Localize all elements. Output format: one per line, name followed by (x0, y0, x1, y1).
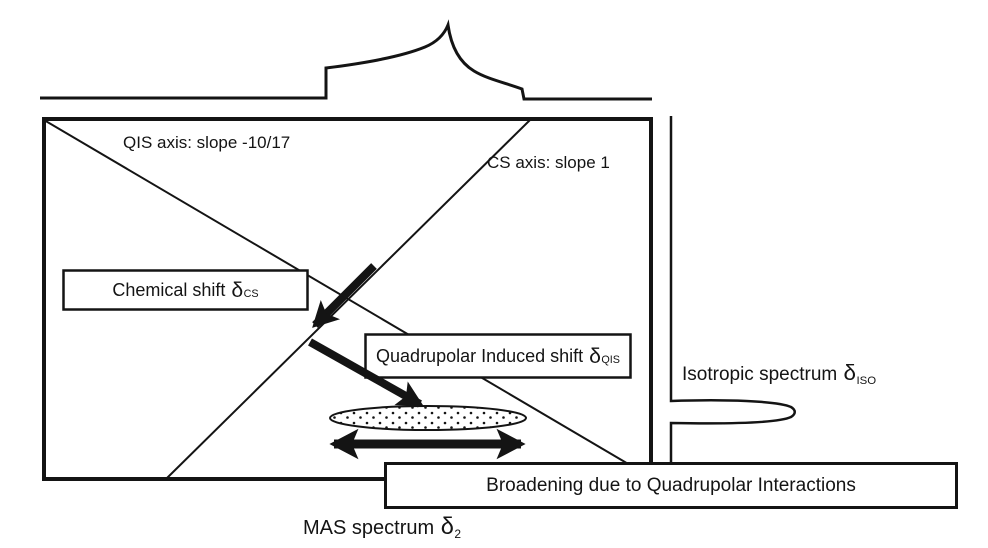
spectrum-frame (42, 117, 653, 481)
peak-ellipse (329, 405, 527, 431)
broadening-text: Broadening due to Quadrupolar Interactio… (486, 475, 856, 496)
qis-shift-arrow (308, 338, 424, 408)
qis-axis-line (43, 119, 631, 466)
quadrupolar-induced-shift-box (364, 333, 632, 379)
broadening-label: Broadening due to Quadrupolar Interactio… (385, 464, 957, 508)
mas-spectrum-subscript: 2 (454, 527, 462, 542)
delta-symbol: δ (440, 514, 454, 540)
isotropic-projection-trace (669, 116, 796, 465)
delta-symbol: δ (231, 278, 244, 302)
chemical-shift-box (62, 269, 309, 311)
chemical-shift-subscript: CS (243, 288, 259, 301)
isotropic-spectrum-text: Isotropic spectrum (682, 364, 838, 385)
chemical-shift-text: Chemical shift (112, 280, 226, 300)
isotropic-spectrum-subscript: ISO (856, 374, 877, 387)
delta-symbol: δ (843, 360, 856, 385)
qis-axis-label: QIS axis: slope -10/17 (123, 133, 291, 152)
quadrupolar-induced-shift-text: Quadrupolar Induced shift (376, 346, 584, 366)
cs-axis-label: CS axis: slope 1 (487, 153, 610, 172)
chemical-shift-arrow (312, 263, 377, 328)
broadening-box (384, 462, 958, 509)
mas-projection-trace (40, 19, 652, 101)
mas-spectrum-text: MAS spectrum (303, 517, 435, 539)
quadrupolar-induced-shift-subscript: QIS (601, 354, 620, 367)
delta-symbol: δ (589, 344, 601, 368)
cs-axis-line (165, 119, 531, 480)
